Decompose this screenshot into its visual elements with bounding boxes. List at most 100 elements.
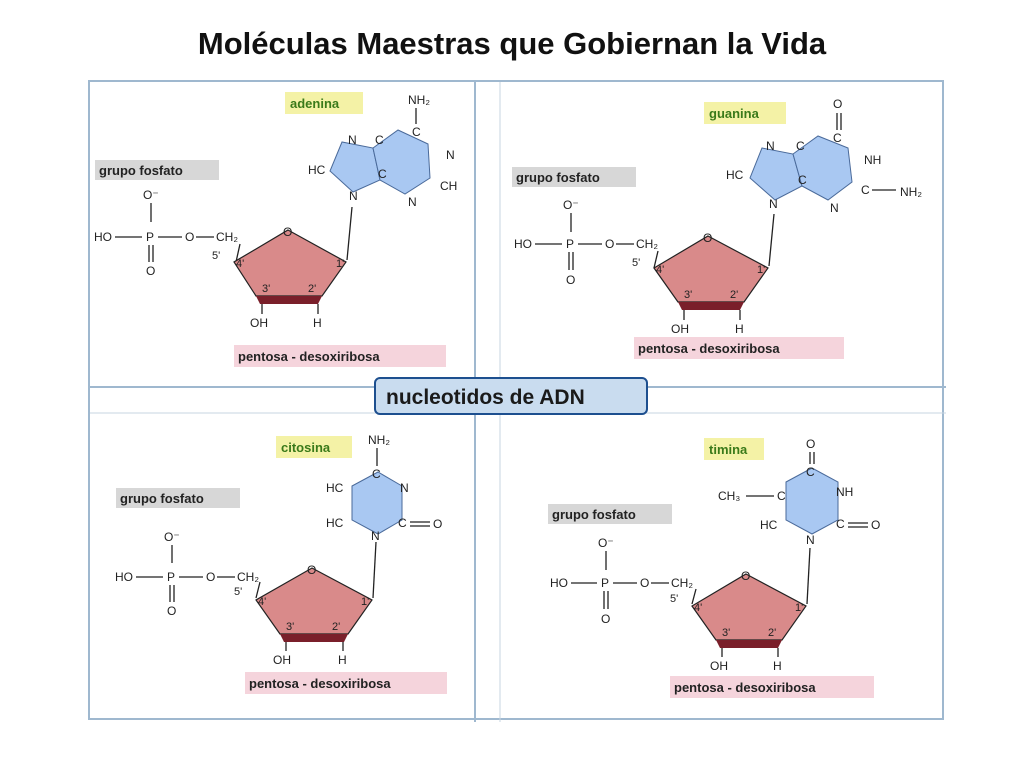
atom: 4' [694,602,702,614]
atom: 1' [795,602,803,614]
center-label-group: nucleotidos de ADN [374,377,648,415]
atom: NH₂ [408,93,430,107]
pentose-edge [280,634,348,642]
atom: O [833,97,842,111]
atom: 1' [336,258,344,270]
atom: 2' [332,621,340,633]
atom: P [601,576,609,590]
phosphate-label-bg [548,504,672,524]
atom: 5' [670,593,678,605]
bond [691,588,697,605]
bond [372,541,377,599]
atom: O [433,517,442,531]
base-ring [749,147,803,201]
atom: O [206,570,215,584]
bond [653,250,659,269]
atom: HO [115,570,133,584]
pentose-edge [678,302,744,310]
atom: P [566,237,574,251]
sugar-label: pentosa - desoxiribosa [674,680,816,695]
atom: CH₂ [216,230,238,244]
atom: OH [273,653,291,667]
atom: O [871,518,880,532]
atom: HO [94,230,112,244]
atom: N [766,139,775,153]
bond [768,213,775,267]
atom: 3' [722,627,730,639]
atom: 3' [262,283,270,295]
bond [806,547,811,605]
pentose-ring [255,567,373,635]
atom: C [378,167,387,181]
atom: N [830,201,839,215]
base-label: citosina [281,440,331,455]
atom: C [861,183,870,197]
atom: O⁻ [563,198,579,212]
atom: 5' [234,586,242,598]
base-label-bg [704,102,786,124]
atom: CH₂ [636,237,658,251]
atom: N [400,481,409,495]
atom: NH₂ [900,185,922,199]
atom: C [412,125,421,139]
atom: H [735,322,744,336]
atom: C [806,465,815,479]
pentose-edge [256,296,322,304]
phosphate-label-bg [512,167,636,187]
atom: C [375,133,384,147]
atom: HC [326,516,344,530]
atom: OH [710,659,728,673]
base-label-bg [276,436,352,458]
bond [235,243,241,263]
base-ring [372,129,431,195]
atom: O [167,604,176,618]
atom: HO [550,576,568,590]
base-label: timina [709,442,748,457]
phosphate-label: grupo fosfato [516,170,600,185]
sugar-label: pentosa - desoxiribosa [638,341,780,356]
atom: O [703,231,712,245]
atom: NH [864,153,881,167]
atom: O [601,612,610,626]
atom: HO [514,237,532,251]
atom: C [777,489,786,503]
atom: C [796,139,805,153]
phosphate-label: grupo fosfato [120,491,204,506]
atom: 4' [656,264,664,276]
panel-citosina: citosina grupo fosfato O⁻ HO P O CH₂ O 5… [115,433,447,694]
atom: 3' [684,289,692,301]
panel-adenina: adenina grupo fosfato O⁻ HO P O CH₂ O 5'… [94,92,457,367]
atom: CH₂ [671,576,693,590]
atom: C [833,131,842,145]
phosphate-label-bg [95,160,219,180]
sugar-label-bg [634,337,844,359]
pentose-edge [716,640,782,648]
atom: OH [671,322,689,336]
atom: CH₃ [718,489,740,503]
atom: 2' [730,289,738,301]
pentose-ring [691,573,807,641]
atom: O⁻ [143,188,159,202]
phosphate-label: grupo fosfato [552,507,636,522]
atom: O [741,569,750,583]
atom: H [773,659,782,673]
slide-title: Moléculas Maestras que Gobiernan la Vida [197,26,827,61]
atom: O [806,437,815,451]
atom: 3' [286,621,294,633]
atom: 5' [212,250,220,262]
nucleotide-diagram-svg: adenina grupo fosfato O⁻ HO P O CH₂ O 5'… [90,82,946,722]
pentose-ring [653,235,769,303]
bond [346,206,353,261]
atom: O⁻ [598,536,614,550]
atom: P [167,570,175,584]
center-label: nucleotidos de ADN [386,386,585,409]
base-ring [329,141,381,193]
atom: O [146,264,155,278]
atom: HC [326,481,344,495]
panel-timina: timina grupo fosfato O⁻ HO P O CH₂ O 5' … [548,437,880,698]
base-ring [785,467,839,535]
atom: 4' [258,596,266,608]
atom: O⁻ [164,530,180,544]
pentose-ring [233,229,347,297]
base-ring [351,471,403,535]
